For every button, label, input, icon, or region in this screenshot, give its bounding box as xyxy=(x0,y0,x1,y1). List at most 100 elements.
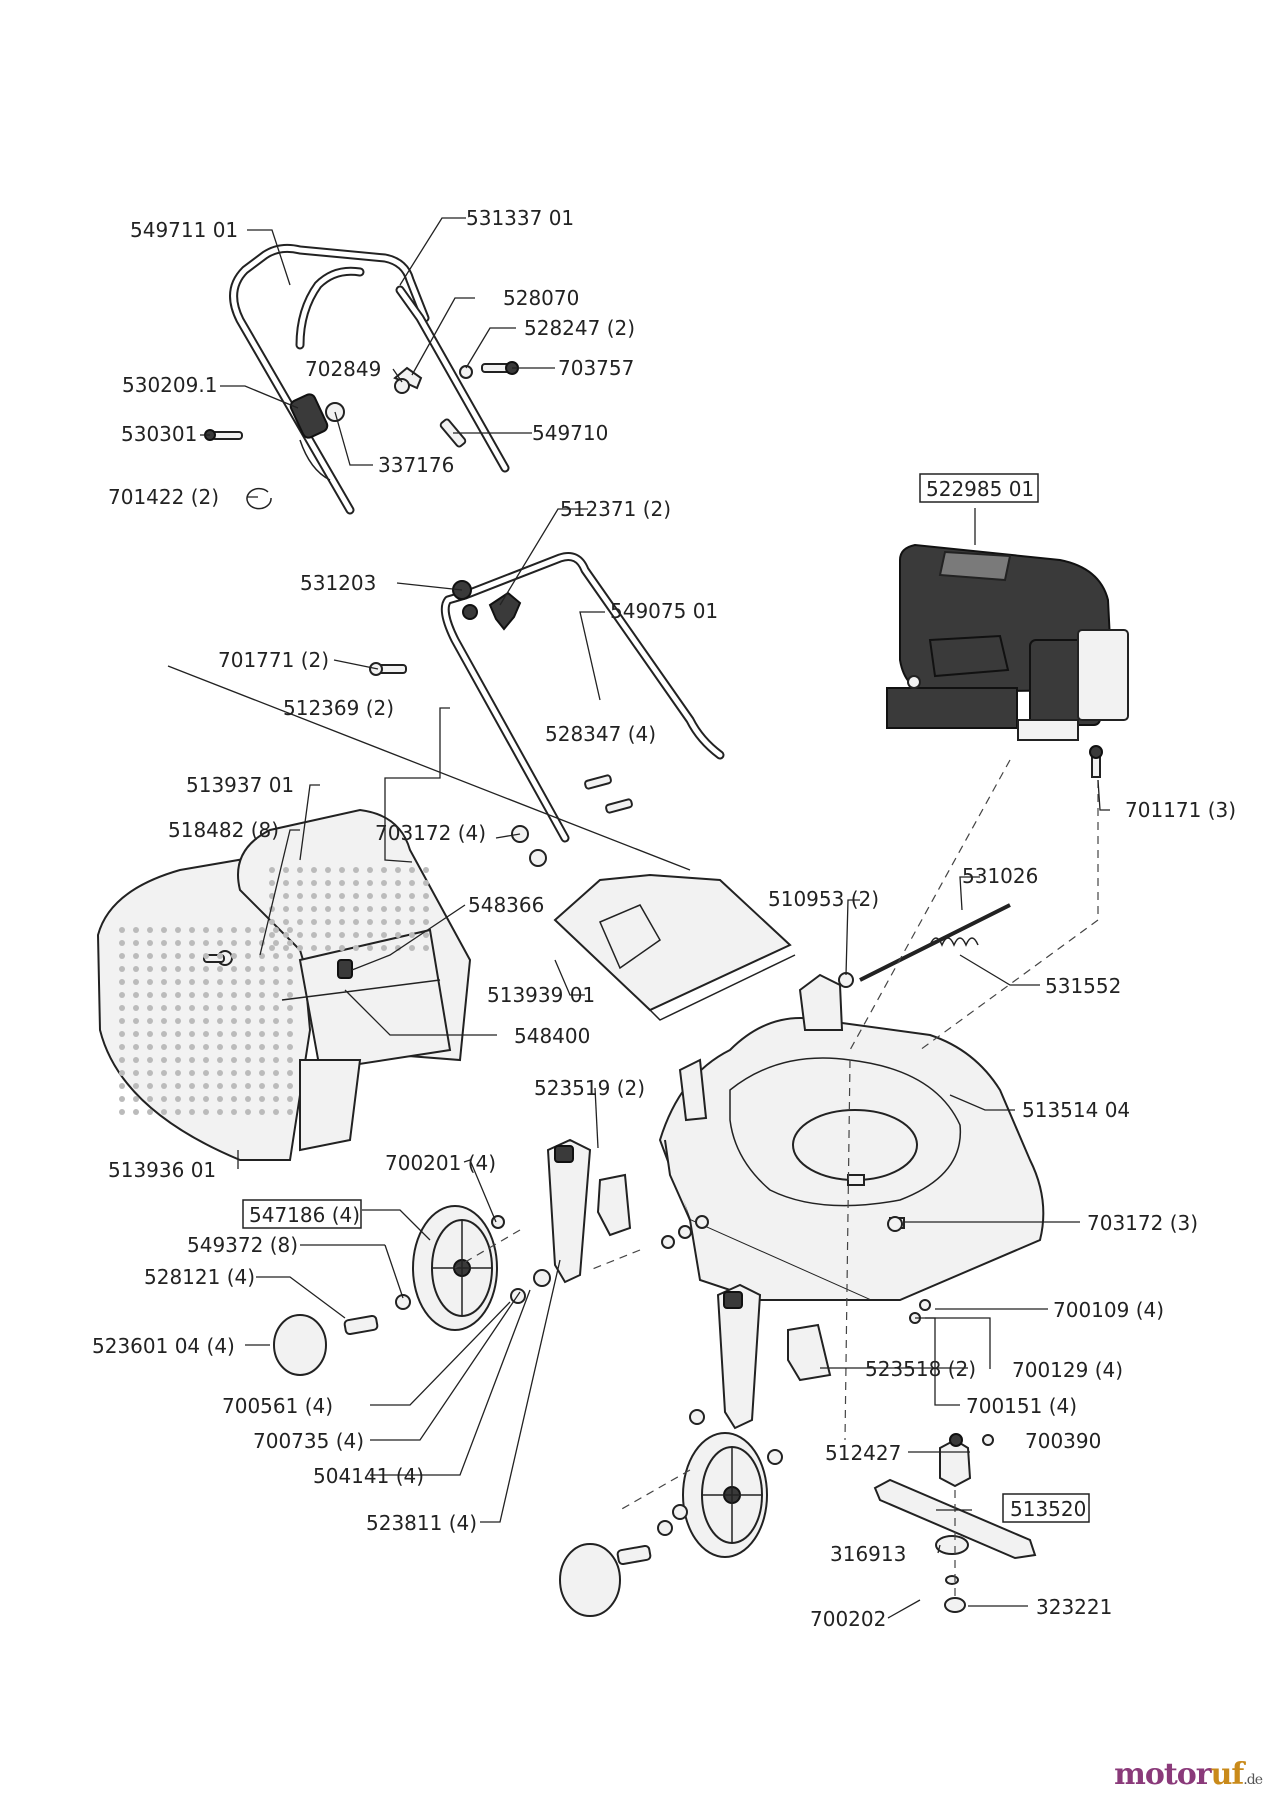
bag-perforation xyxy=(367,906,373,912)
label-523811: 523811 (4) xyxy=(366,1511,477,1535)
bag-perforation xyxy=(133,1109,139,1115)
label-701171: 701171 (3) xyxy=(1125,798,1236,822)
label-box-513520 xyxy=(1002,1493,1090,1523)
bag-perforation xyxy=(245,953,251,959)
bag-perforation xyxy=(353,880,359,886)
label-528347: 528347 (4) xyxy=(545,722,656,746)
bag-perforation xyxy=(311,932,317,938)
label-513939-01: 513939 01 xyxy=(487,983,595,1007)
bag-perforation xyxy=(325,945,331,951)
bag-perforation xyxy=(339,945,345,951)
bag-perforation xyxy=(217,1057,223,1063)
bag-perforation xyxy=(189,1096,195,1102)
bag-perforation xyxy=(283,867,289,873)
label-316913: 316913 xyxy=(830,1542,906,1566)
bag-perforation xyxy=(287,1096,293,1102)
bag-perforation xyxy=(161,1057,167,1063)
bag-perforation xyxy=(287,1044,293,1050)
bag-perforation xyxy=(245,1044,251,1050)
bag-perforation xyxy=(409,906,415,912)
bag-perforation xyxy=(133,1018,139,1024)
label-528121: 528121 (4) xyxy=(144,1265,255,1289)
bag-perforation xyxy=(287,979,293,985)
bag-perforation xyxy=(259,992,265,998)
label-523518: 523518 (2) xyxy=(865,1357,976,1381)
label-513937-01: 513937 01 xyxy=(186,773,294,797)
bag-perforation xyxy=(119,953,125,959)
label-518482: 518482 (8) xyxy=(168,818,279,842)
label-513936-01: 513936 01 xyxy=(108,1158,216,1182)
bag-perforation xyxy=(339,893,345,899)
bag-perforation xyxy=(287,1070,293,1076)
bag-perforation xyxy=(273,953,279,959)
bag-perforation xyxy=(133,1044,139,1050)
bag-perforation xyxy=(367,867,373,873)
bag-perforation xyxy=(203,1031,209,1037)
bag-perforation xyxy=(147,1044,153,1050)
bag-perforation xyxy=(133,1083,139,1089)
bag-perforation xyxy=(175,992,181,998)
bag-perforation xyxy=(119,966,125,972)
bag-perforation xyxy=(147,992,153,998)
label-512427: 512427 xyxy=(825,1441,901,1465)
bag-perforation xyxy=(175,1057,181,1063)
bag-perforation xyxy=(161,1018,167,1024)
bag-perforation xyxy=(189,927,195,933)
label-700129: 700129 (4) xyxy=(1012,1358,1123,1382)
bag-perforation xyxy=(231,966,237,972)
bag-perforation xyxy=(297,906,303,912)
brand-watermark: motoruf.de xyxy=(1114,1757,1263,1792)
bag-perforation xyxy=(381,906,387,912)
bag-perforation xyxy=(231,953,237,959)
bag-perforation xyxy=(259,1057,265,1063)
bag-perforation xyxy=(231,927,237,933)
bag-perforation xyxy=(147,1031,153,1037)
bag-perforation xyxy=(259,979,265,985)
bag-perforation xyxy=(217,979,223,985)
label-700109: 700109 (4) xyxy=(1053,1298,1164,1322)
bag-perforation xyxy=(189,1044,195,1050)
bag-perforation xyxy=(203,953,209,959)
label-531337-01: 531337 01 xyxy=(466,206,574,230)
bag-perforation xyxy=(409,945,415,951)
label-548400: 548400 xyxy=(514,1024,590,1048)
bag-perforation xyxy=(231,1018,237,1024)
bag-perforation xyxy=(161,953,167,959)
bag-perforation xyxy=(283,906,289,912)
bag-perforation xyxy=(395,880,401,886)
bag-perforation xyxy=(147,953,153,959)
bag-perforation xyxy=(395,945,401,951)
bag-perforation xyxy=(231,1031,237,1037)
bag-perforation xyxy=(147,927,153,933)
bag-perforation xyxy=(231,979,237,985)
label-528070: 528070 xyxy=(503,286,579,310)
bag-perforation xyxy=(217,927,223,933)
bag-perforation xyxy=(189,1083,195,1089)
wheel-front xyxy=(682,1432,768,1558)
bag-perforation xyxy=(231,1096,237,1102)
bag-perforation xyxy=(339,880,345,886)
bag-perforation xyxy=(353,919,359,925)
bag-perforation xyxy=(175,1018,181,1024)
bag-perforation xyxy=(189,953,195,959)
bag-perforation xyxy=(203,927,209,933)
bag-perforation xyxy=(203,1096,209,1102)
bag-perforation xyxy=(217,940,223,946)
bag-perforation xyxy=(297,945,303,951)
watermark-brand-a: motor xyxy=(1114,1757,1211,1792)
bag-perforation xyxy=(311,867,317,873)
bag-perforation xyxy=(311,906,317,912)
bag-perforation xyxy=(133,1096,139,1102)
bag-perforation xyxy=(245,1083,251,1089)
bag-perforation xyxy=(259,1018,265,1024)
bag-perforation xyxy=(119,979,125,985)
bag-perforation xyxy=(339,867,345,873)
bag-perforation xyxy=(231,1083,237,1089)
lower-handle xyxy=(369,552,725,867)
bag-perforation xyxy=(273,1031,279,1037)
bag-perforation xyxy=(409,932,415,938)
bag-perforation xyxy=(325,867,331,873)
bag-perforation xyxy=(133,992,139,998)
bag-perforation xyxy=(367,945,373,951)
